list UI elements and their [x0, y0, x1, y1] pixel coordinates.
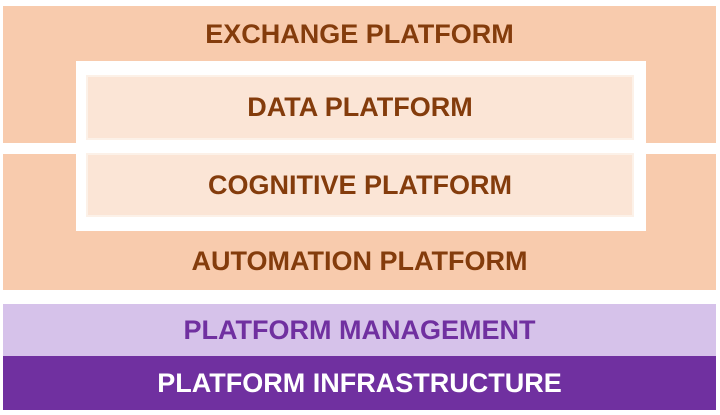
layer-data-platform: DATA PLATFORM	[86, 75, 634, 140]
layer-platform-infrastructure: PLATFORM INFRASTRUCTURE	[3, 356, 716, 410]
nested-platforms-frame: DATA PLATFORM COGNITIVE PLATFORM	[76, 61, 646, 231]
layer-platform-management: PLATFORM MANAGEMENT	[3, 304, 716, 356]
layer-data-platform-label: DATA PLATFORM	[247, 92, 473, 123]
layer-cognitive-platform: COGNITIVE PLATFORM	[86, 152, 634, 217]
layer-platform-infrastructure-label: PLATFORM INFRASTRUCTURE	[157, 368, 562, 398]
layer-automation-platform-label: AUTOMATION PLATFORM	[191, 246, 528, 276]
layer-exchange-platform-label: EXCHANGE PLATFORM	[205, 19, 514, 49]
layer-platform-management-label: PLATFORM MANAGEMENT	[183, 315, 536, 345]
layer-cognitive-platform-label: COGNITIVE PLATFORM	[208, 169, 512, 200]
